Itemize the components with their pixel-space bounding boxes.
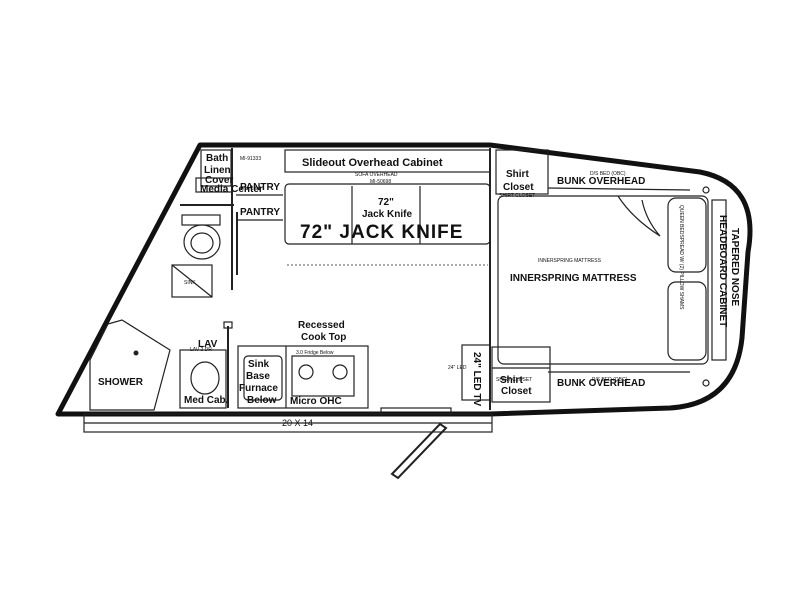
svg-text:Furnace: Furnace <box>239 383 278 394</box>
toilet <box>183 224 221 260</box>
svg-text:Below: Below <box>247 395 277 406</box>
lav-sink <box>190 361 220 395</box>
pillow-top <box>667 197 707 273</box>
recessed-cook-top-label: Recessed <box>298 320 345 331</box>
pantry-top-label: PANTRY <box>240 182 280 193</box>
awning-label: 20 X 14 <box>282 418 313 428</box>
svg-text:Closet: Closet <box>503 182 534 193</box>
svg-text:Shirt: Shirt <box>506 169 529 180</box>
svg-text:LAV 2 DR: LAV 2 DR <box>190 347 212 353</box>
svg-text:Jack Knife: Jack Knife <box>362 209 412 220</box>
svg-text:24" LED TV: 24" LED TV <box>471 352 482 407</box>
sofa-overhead-label: SOFA OVERHEAD <box>355 172 398 178</box>
svg-text:QUEEN BEDSPREAD W/ (2) PILLOW: QUEEN BEDSPREAD W/ (2) PILLOW SHAMS <box>678 205 684 310</box>
kitchen-sink <box>243 355 283 401</box>
svg-text:Base: Base <box>246 371 270 382</box>
lav-label: LAV <box>198 339 218 350</box>
pillow-bottom <box>667 281 707 361</box>
kitchen-counter <box>237 345 369 409</box>
entry-step <box>390 422 448 480</box>
micro-ohc-label: Micro OHC <box>290 396 342 407</box>
svg-text:Shirt: Shirt <box>500 375 523 386</box>
svg-text:Linen: Linen <box>204 165 231 176</box>
svg-text:Sink: Sink <box>248 359 270 370</box>
svg-text:Closet: Closet <box>501 386 532 397</box>
svg-text:Cook Top: Cook Top <box>301 332 346 343</box>
exterior-wall <box>55 142 753 417</box>
innerspring-small-label: INNERSPRING MATTRESS <box>538 258 602 264</box>
svg-text:SINK: SINK <box>184 280 196 286</box>
svg-text:D/S BED (OBC): D/S BED (OBC) <box>590 171 626 177</box>
slideout-overhead-label: Slideout Overhead Cabinet <box>302 157 443 169</box>
toilet-tank <box>181 214 221 226</box>
jack-knife-large-label: 72" JACK KNIFE <box>300 222 463 243</box>
svg-text:P/S BED (OBC): P/S BED (OBC) <box>592 377 628 383</box>
entry-door <box>380 407 452 415</box>
tapered-nose-label: TAPERED NOSE <box>729 228 740 306</box>
med-cab-label: Med Cab. <box>184 395 229 406</box>
led-tv-small-label: 24" LED <box>448 365 467 371</box>
svg-text:Cover: Cover <box>205 175 233 186</box>
svg-text:Bath: Bath <box>206 153 228 164</box>
cook-top <box>291 355 355 397</box>
svg-text:MI-50698: MI-50698 <box>370 179 391 185</box>
fridge-note: 3.0 Fridge Below <box>296 350 334 356</box>
shirt-closet-bottom <box>491 346 551 403</box>
lav-cabinet <box>179 349 227 409</box>
queen-bed <box>497 195 709 365</box>
pantry-bottom-label: PANTRY <box>240 207 280 218</box>
innerspring-label: INNERSPRING MATTRESS <box>510 273 637 284</box>
bunk-overhead-top-label: BUNK OVERHEAD <box>557 176 645 187</box>
shower-drain <box>133 350 139 356</box>
tv-cabinet <box>461 344 491 401</box>
bunk-overhead-bottom-label: BUNK OVERHEAD <box>557 378 645 389</box>
svg-text:72": 72" <box>378 197 394 208</box>
shower-label: SHOWER <box>98 377 144 388</box>
code-small: MI-91333 <box>240 156 261 162</box>
media-center-box <box>195 177 233 193</box>
svg-text:HEADBOARD CABINET: HEADBOARD CABINET <box>717 215 728 327</box>
svg-text:SHIRT CLOSET: SHIRT CLOSET <box>496 377 532 383</box>
shower-stall <box>89 319 171 411</box>
shirt-closet-top <box>495 149 549 195</box>
bath-linen-cabinet <box>200 149 232 187</box>
svg-text:Media Center: Media Center <box>200 184 263 195</box>
